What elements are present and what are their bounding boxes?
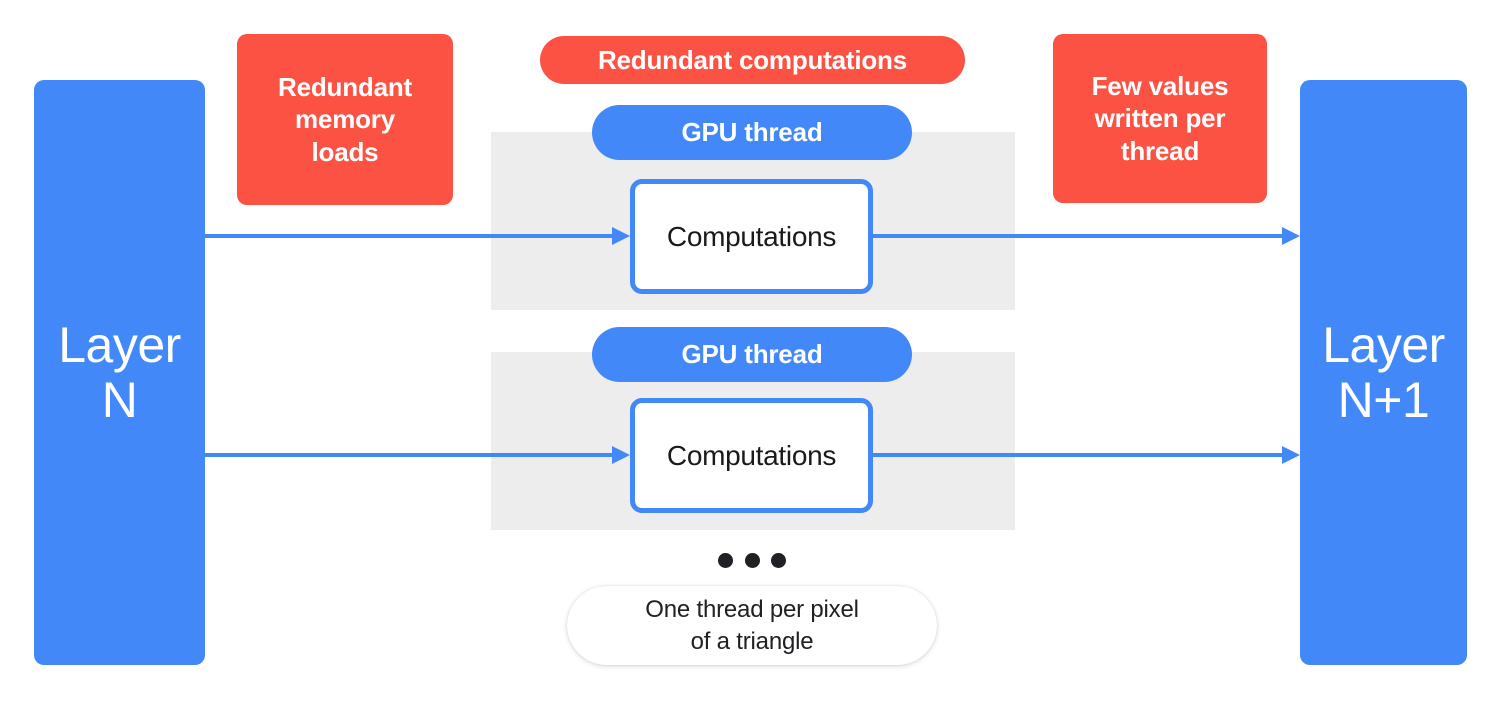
arrow-output-1-head <box>1282 227 1300 245</box>
computations-box-1: Computations <box>630 179 873 294</box>
arrow-input-2-head <box>612 446 630 464</box>
gpu-thread-pill-2: GPU thread <box>592 327 912 382</box>
ellipsis-dots-icon <box>718 552 786 568</box>
arrow-input-1-line <box>205 234 613 238</box>
dot-3 <box>771 552 786 568</box>
arrow-output-2-line <box>873 453 1283 457</box>
arrow-input-2-line <box>205 453 613 457</box>
arrow-output-2-head <box>1282 446 1300 464</box>
annotation-redundant-computations: Redundant computations <box>540 36 965 84</box>
annotation-redundant-memory-loads: Redundant memory loads <box>237 34 453 205</box>
caption-one-thread-per-pixel: One thread per pixel of a triangle <box>567 586 937 665</box>
dot-1 <box>718 552 733 568</box>
arrow-output-1-line <box>873 234 1283 238</box>
layer-n-plus-1-block: Layer N+1 <box>1300 80 1467 665</box>
arrow-input-1-head <box>612 227 630 245</box>
gpu-thread-pill-1: GPU thread <box>592 105 912 160</box>
layer-n-block: Layer N <box>34 80 205 665</box>
annotation-few-values-written-per-thread: Few values written per thread <box>1053 34 1267 203</box>
computations-box-2: Computations <box>630 398 873 513</box>
dot-2 <box>744 552 760 568</box>
